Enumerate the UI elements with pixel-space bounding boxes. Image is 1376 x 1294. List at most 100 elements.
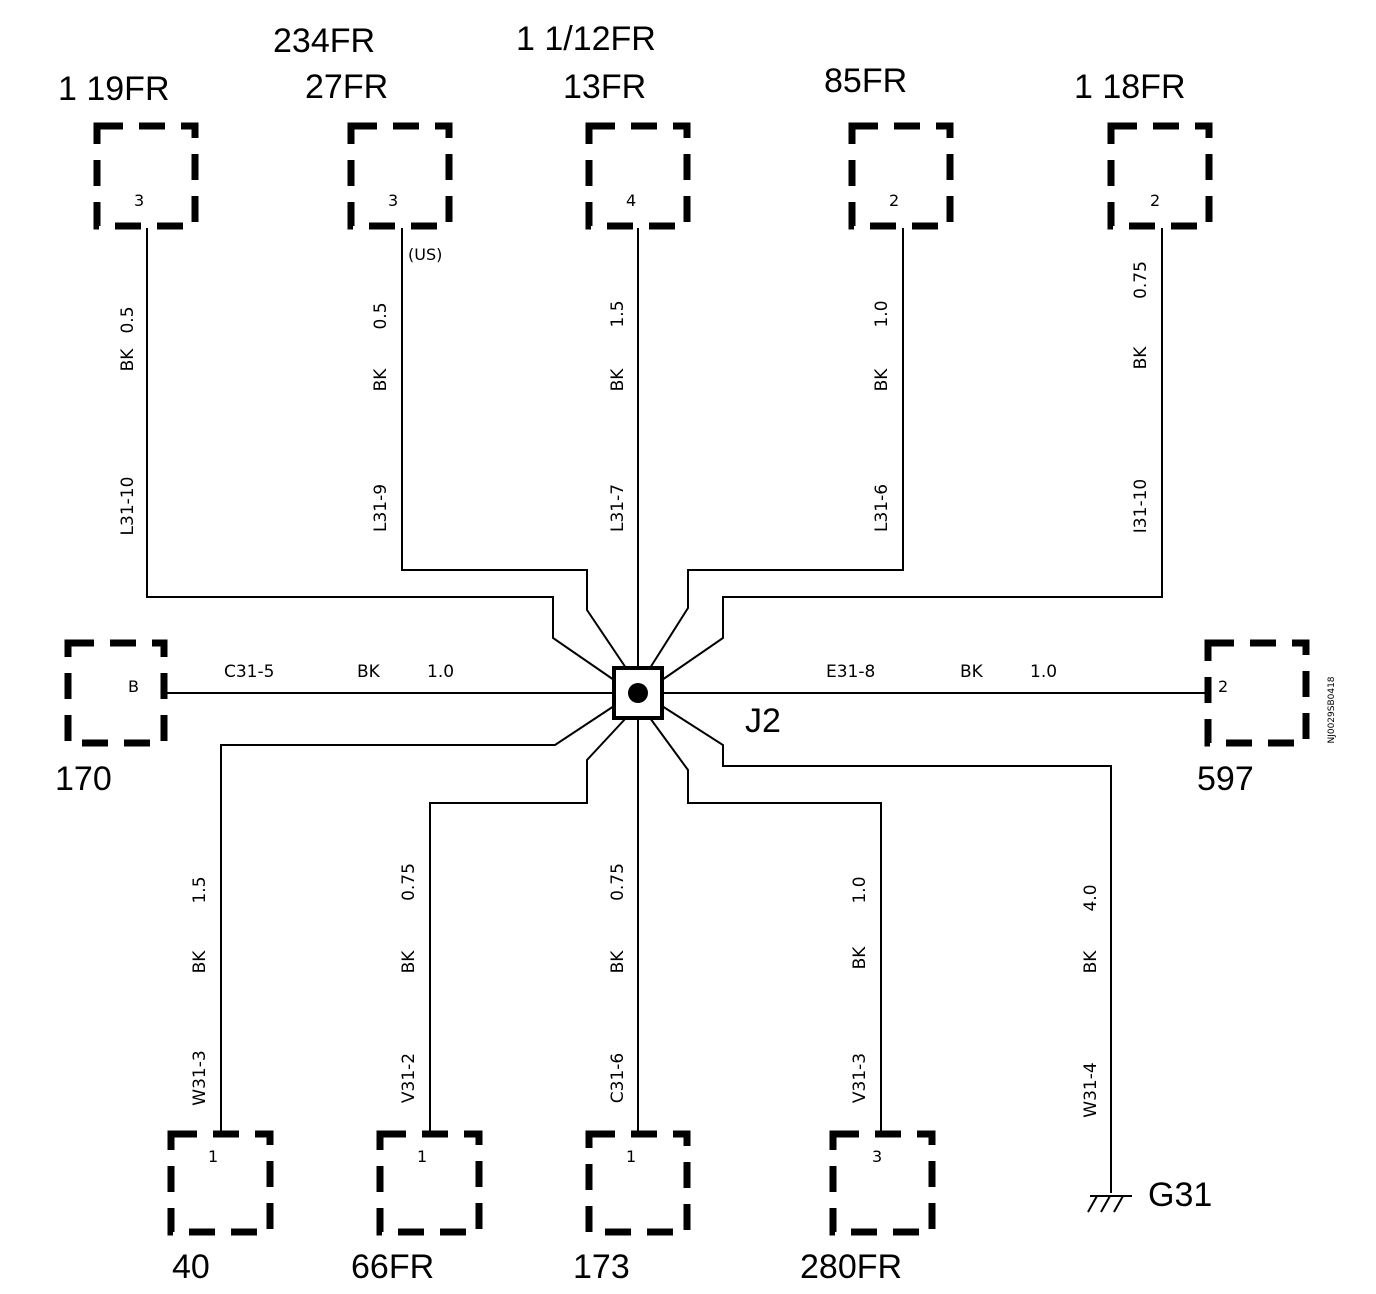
wire-id: L31-6	[872, 484, 892, 532]
ground-symbol-icon	[1087, 1195, 1124, 1213]
wire-id: V31-2	[399, 1053, 419, 1103]
connector-label: 1 18FR	[1074, 68, 1186, 106]
wire-gauge: 0.5	[371, 302, 391, 329]
connector-pin: 3	[134, 191, 144, 210]
wire-color: BK	[960, 662, 984, 682]
wire-gauge: 1.0	[1030, 662, 1057, 682]
wire-gauge: 1.0	[872, 300, 892, 327]
connector-pin: 1	[208, 1147, 218, 1166]
connector-label: 280FR	[800, 1248, 902, 1286]
connector-label: 40	[172, 1248, 210, 1286]
wire-color: BK	[1131, 346, 1151, 370]
drawing-code: NJ0029SB0418	[1327, 676, 1337, 743]
junction-j2: J2	[612, 666, 781, 740]
wire-color: BK	[118, 348, 138, 372]
junction-label: J2	[745, 702, 781, 740]
wire-id: L31-9	[371, 484, 391, 532]
wire-gauge: 0.75	[399, 863, 419, 901]
connector-label: 27FR	[305, 68, 388, 106]
connector-label: 66FR	[351, 1248, 434, 1286]
connector-pin: 3	[872, 1147, 882, 1166]
connector-label: 173	[573, 1248, 630, 1286]
wire-top-1	[146, 228, 615, 681]
connector-pin: 4	[626, 191, 636, 210]
connector-pin: 2	[889, 191, 899, 210]
wire-color: BK	[872, 368, 892, 392]
wire-color: BK	[399, 950, 419, 974]
connector-label-upper: 1 1/12FR	[516, 20, 656, 58]
connector-label: 85FR	[824, 62, 907, 100]
connector-pin: 1	[626, 1147, 636, 1166]
connector-label: 597	[1197, 760, 1254, 798]
top-connector-4: 2 85FR 1.0 BK L31-6	[824, 62, 954, 532]
wire-gauge: 4.0	[1081, 884, 1101, 911]
connector-label: 13FR	[563, 68, 646, 106]
connector-box	[1204, 639, 1310, 747]
wire-top-5	[661, 228, 1163, 681]
connector-box	[585, 1130, 691, 1236]
wire-top-2	[401, 228, 627, 669]
wire-bottom-2	[429, 717, 627, 1134]
wire-color: BK	[608, 950, 628, 974]
wire-color: BK	[850, 946, 870, 970]
connector-pin: 1	[417, 1147, 427, 1166]
wire-color: BK	[371, 368, 391, 392]
left-connector: B 170 C31-5 BK 1.0	[55, 639, 454, 798]
connector-label: 1 19FR	[58, 70, 170, 108]
wire-id: W31-4	[1081, 1062, 1101, 1117]
wire-id: L31-7	[608, 484, 628, 532]
top-connector-5: 2 1 18FR 0.75 BK I31-10	[1074, 68, 1213, 533]
top-connector-1: 3 1 19FR 0.5 BK L31-10	[58, 70, 199, 536]
junction-dot	[628, 683, 648, 703]
connector-box	[829, 1130, 936, 1236]
connector-box	[1107, 122, 1213, 230]
connector-box	[64, 639, 168, 747]
connector-box	[347, 122, 453, 230]
wire-gauge: 1.0	[850, 876, 870, 903]
wire-id: C31-6	[608, 1053, 628, 1103]
connector-box	[93, 122, 199, 230]
right-connector: 2 597 E31-8 BK 1.0	[826, 639, 1310, 798]
connector-label: 170	[55, 760, 112, 798]
connector-box	[376, 1130, 483, 1236]
wire-gauge: 1.0	[427, 662, 454, 682]
wire-color: BK	[608, 368, 628, 392]
connector-pin: 3	[388, 191, 398, 210]
wire-gauge: 0.5	[118, 306, 138, 333]
wire-id: V31-3	[850, 1053, 870, 1103]
wire-bottom-4	[649, 717, 882, 1134]
wire-id: C31-5	[224, 662, 274, 682]
wire-color: BK	[357, 662, 381, 682]
wire-top-4	[649, 228, 904, 669]
wire-id: I31-10	[1131, 479, 1151, 533]
top-connector-3: 4 1 1/12FR 13FR 1.5 BK L31-7	[516, 20, 691, 532]
wire-gauge: 0.75	[608, 863, 628, 901]
ground-g31: G31 4.0 BK W31-4	[1081, 884, 1212, 1214]
wire-gauge: 0.75	[1131, 261, 1151, 299]
connector-box	[167, 1130, 274, 1236]
connector-box	[585, 122, 691, 230]
wire-bottom-1	[220, 705, 615, 1134]
wire-id: L31-10	[118, 477, 138, 536]
bottom-connector-3: 1 173 0.75 BK C31-6	[573, 863, 691, 1286]
connector-pin: 2	[1150, 191, 1160, 210]
connector-box	[848, 122, 954, 230]
connector-pin: 2	[1218, 677, 1228, 696]
wire-gauge: 1.5	[608, 300, 628, 327]
wires	[146, 228, 1208, 1193]
bottom-connector-2: 1 66FR 0.75 BK V31-2	[351, 863, 483, 1286]
connector-note: (US)	[408, 245, 442, 264]
connector-pin: B	[128, 677, 139, 696]
wire-id: W31-3	[190, 1050, 210, 1105]
top-connector-2: 3 234FR 27FR (US) 0.5 BK L31-9	[273, 22, 453, 532]
bottom-connector-4: 3 280FR 1.0 BK V31-3	[800, 876, 936, 1286]
ground-label: G31	[1148, 1176, 1212, 1214]
wire-color: BK	[1081, 950, 1101, 974]
wire-gauge: 1.5	[190, 876, 210, 903]
wire-bottom-ground	[661, 705, 1112, 1193]
wire-color: BK	[190, 950, 210, 974]
wire-id: E31-8	[826, 662, 875, 682]
bottom-connector-1: 1 40 1.5 BK W31-3	[167, 876, 274, 1286]
connector-label-upper: 234FR	[273, 22, 375, 60]
